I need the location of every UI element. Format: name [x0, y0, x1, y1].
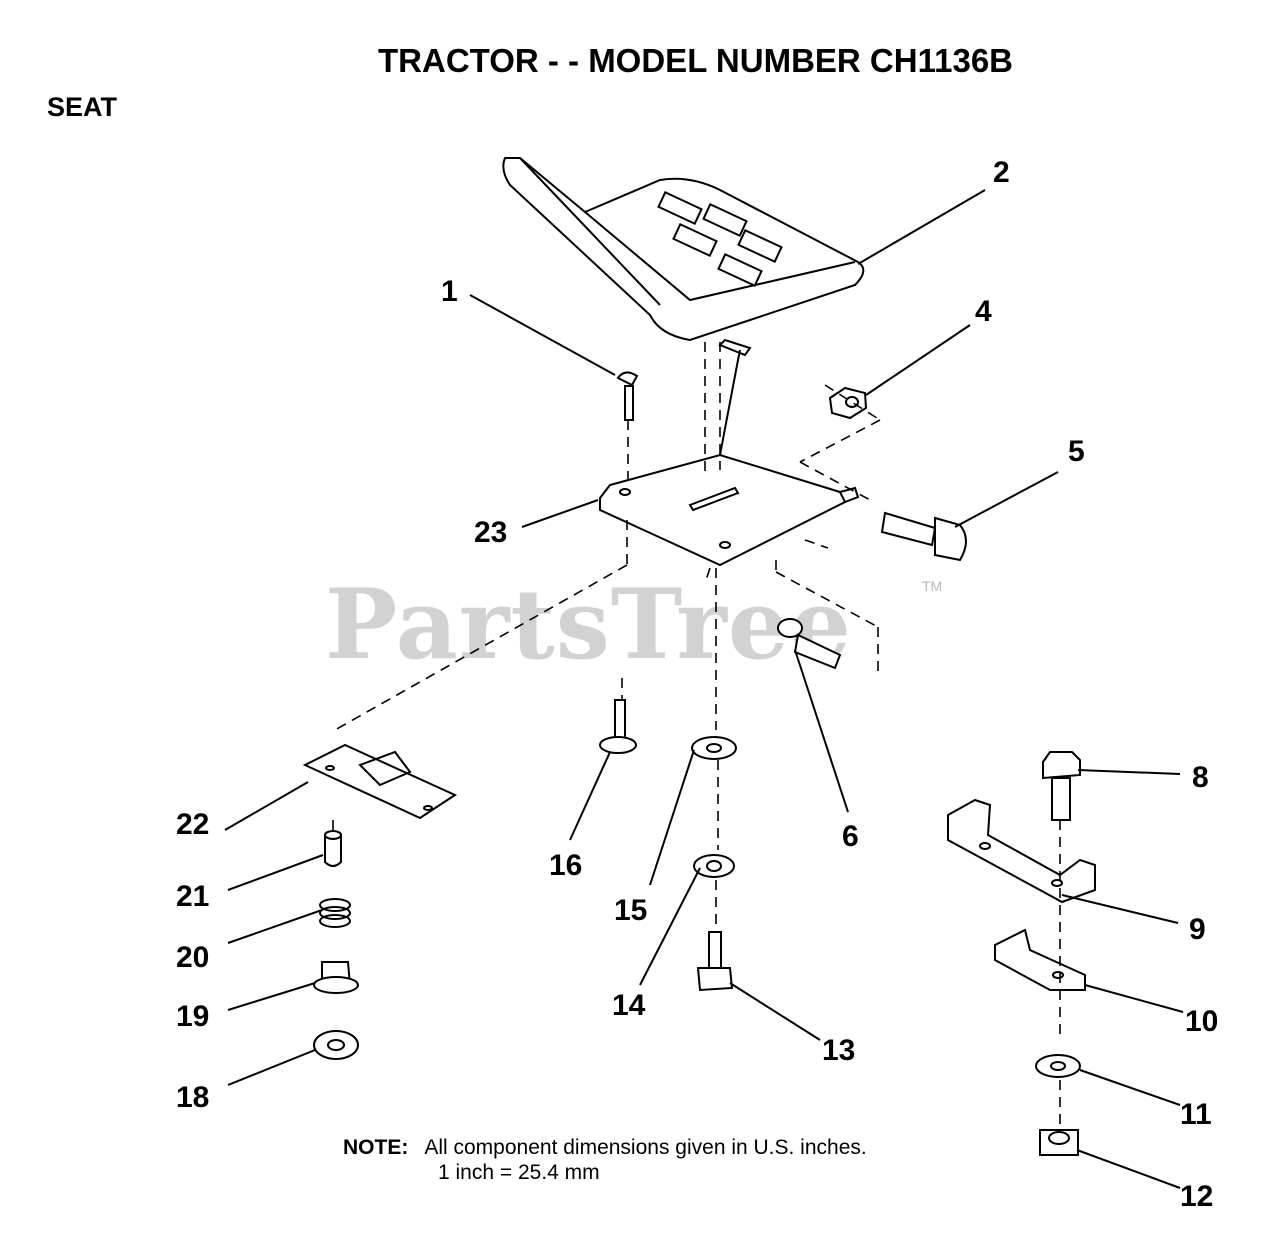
note-line2: 1 inch = 25.4 mm [438, 1161, 600, 1184]
page-title: TRACTOR - - MODEL NUMBER CH1136B [378, 42, 1014, 79]
part-adjuster-bracket[interactable] [302, 743, 458, 820]
part-seat-pan[interactable] [599, 338, 860, 567]
callout-10: 10 [1185, 1005, 1219, 1038]
part-carriage-bolt[interactable] [616, 371, 639, 421]
callout-20: 20 [176, 941, 210, 974]
section-title: SEAT [47, 92, 118, 122]
callout-2: 2 [993, 156, 1010, 189]
callout-18: 18 [176, 1081, 210, 1114]
part-knob[interactable] [313, 961, 359, 994]
part-pin[interactable] [324, 830, 342, 867]
part-lock-nut-12[interactable] [1039, 1129, 1079, 1156]
callout-22: 22 [176, 808, 210, 841]
callout-15: 15 [614, 894, 648, 927]
watermark: PartsTree [325, 568, 852, 681]
callout-4: 4 [975, 295, 992, 328]
callout-8: 8 [1192, 761, 1209, 794]
leader-lines [224, 189, 1184, 1189]
part-hex-bolt-8[interactable] [1042, 751, 1081, 821]
part-flange-bolt[interactable] [599, 699, 637, 754]
part-hex-bolt[interactable] [696, 931, 734, 992]
callout-1: 1 [441, 275, 458, 308]
part-washer[interactable] [691, 736, 737, 760]
part-bracket-9[interactable] [947, 798, 1096, 904]
callout-23: 23 [474, 516, 508, 549]
callout-13: 13 [822, 1034, 856, 1067]
callout-21: 21 [176, 880, 210, 913]
note-label: NOTE: [343, 1136, 409, 1159]
callout-16: 16 [549, 849, 583, 882]
callout-9: 9 [1189, 913, 1206, 946]
callout-19: 19 [176, 1000, 210, 1033]
part-washer-11[interactable] [1035, 1054, 1081, 1078]
callout-6: 6 [842, 820, 859, 853]
part-flange-nut[interactable] [313, 1030, 359, 1060]
part-plate-10[interactable] [994, 928, 1086, 991]
assembly-lines [332, 342, 1061, 1126]
part-lock-washer[interactable] [693, 854, 735, 878]
part-clip[interactable] [777, 618, 842, 670]
callout-11: 11 [1180, 1098, 1212, 1131]
dimension-note: NOTE: All component dimensions given in U… [343, 1135, 867, 1185]
callout-12: 12 [1180, 1180, 1214, 1213]
callout-14: 14 [612, 989, 646, 1022]
note-line1: All component dimensions given in U.S. i… [424, 1136, 867, 1159]
callout-5: 5 [1068, 435, 1085, 468]
watermark-tm: TM [922, 578, 943, 594]
part-nut[interactable] [828, 386, 868, 420]
part-seat[interactable] [502, 157, 865, 342]
part-shoulder-bolt[interactable] [880, 511, 967, 562]
part-spring[interactable] [319, 898, 351, 928]
